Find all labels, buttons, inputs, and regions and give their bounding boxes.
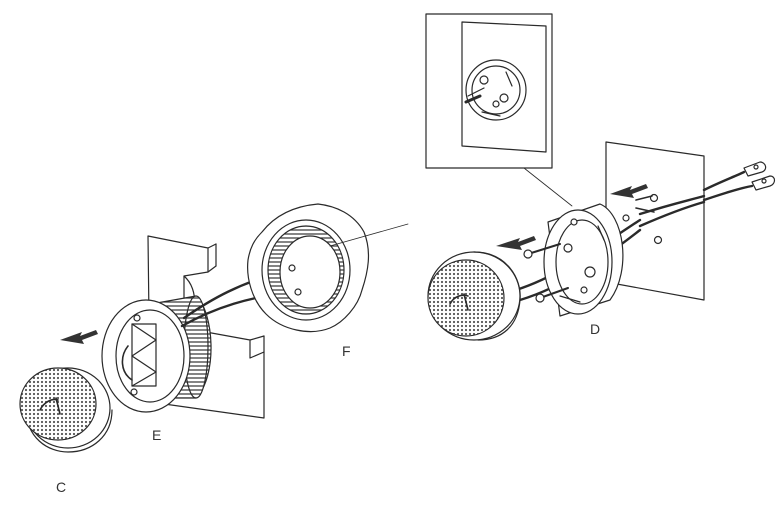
label-f: F xyxy=(342,343,351,359)
detail-inset xyxy=(425,13,553,169)
mounting-screws xyxy=(523,195,655,303)
mounting-ring-e xyxy=(101,299,191,413)
junction-housing-d xyxy=(543,203,624,317)
speaker-grille-d xyxy=(427,251,521,341)
trim-ring-f xyxy=(247,203,409,333)
label-c: C xyxy=(56,479,66,495)
detail-leader xyxy=(523,167,573,207)
speaker-grille-c xyxy=(19,367,113,453)
label-d: D xyxy=(590,321,600,337)
label-e: E xyxy=(152,427,161,443)
arrow-left xyxy=(60,330,98,344)
arrows-right xyxy=(496,184,648,250)
wire-terminals xyxy=(743,161,776,191)
